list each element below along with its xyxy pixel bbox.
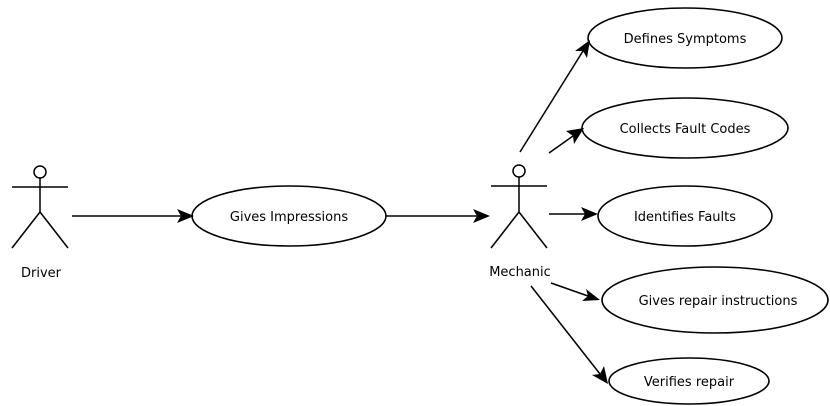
use-case-identifies-faults: Identifies Faults [597, 185, 773, 247]
arrowhead [581, 207, 598, 221]
driver-label: Driver [21, 266, 62, 281]
collects-fault-codes-ellipse [581, 97, 789, 159]
defines-symptoms-label: Defines Symptoms [624, 32, 747, 47]
arrowhead [575, 40, 590, 58]
actor-driver: Driver [11, 165, 69, 281]
defines-symptoms-ellipse [587, 7, 783, 69]
arrowhead [592, 366, 608, 384]
collects-fault-codes-label: Collects Fault Codes [620, 122, 751, 137]
driver-head [33, 165, 47, 179]
arrowhead [582, 289, 600, 301]
arrow-mechanic-to-collects-fault-codes [548, 128, 584, 154]
verifies-repair-ellipse [608, 357, 770, 405]
identifies-faults-label: Identifies Faults [634, 210, 736, 225]
arrow-mechanic-to-defines-symptoms [519, 40, 590, 153]
arrow-mechanic-to-verifies-repair [530, 285, 608, 384]
use-case-collects-fault-codes: Collects Fault Codes [581, 97, 789, 159]
identifies-faults-ellipse [597, 185, 773, 247]
arrow-mechanic-to-identifies-faults [549, 207, 598, 221]
mechanic-head [512, 164, 526, 178]
mechanic-label: Mechanic [489, 265, 551, 280]
driver-left-leg [11, 211, 41, 249]
arrow-driver-to-gives-impressions [72, 209, 194, 223]
gives-impressions-label: Gives Impressions [230, 210, 348, 225]
arrowhead [473, 209, 490, 223]
driver-right-leg [39, 211, 69, 249]
arrow-gives-impressions-to-mechanic [386, 209, 490, 223]
arrowhead [566, 128, 584, 144]
gives-repair-instructions-label: Gives repair instructions [639, 294, 798, 309]
verifies-repair-label: Verifies repair [644, 375, 735, 390]
arrowhead [177, 209, 194, 223]
arrow-mechanic-to-gives-repair-instructions [550, 282, 600, 301]
mechanic-left-leg [490, 211, 520, 249]
use-case-gives-repair-instructions: Gives repair instructions [601, 266, 829, 334]
gives-repair-instructions-ellipse [601, 266, 829, 334]
actor-mechanic: Mechanic [489, 164, 551, 280]
use-case-verifies-repair: Verifies repair [608, 357, 770, 405]
use-case-gives-impressions: Gives Impressions [191, 185, 387, 247]
mechanic-right-leg [518, 211, 548, 249]
use-case-defines-symptoms: Defines Symptoms [587, 7, 783, 69]
